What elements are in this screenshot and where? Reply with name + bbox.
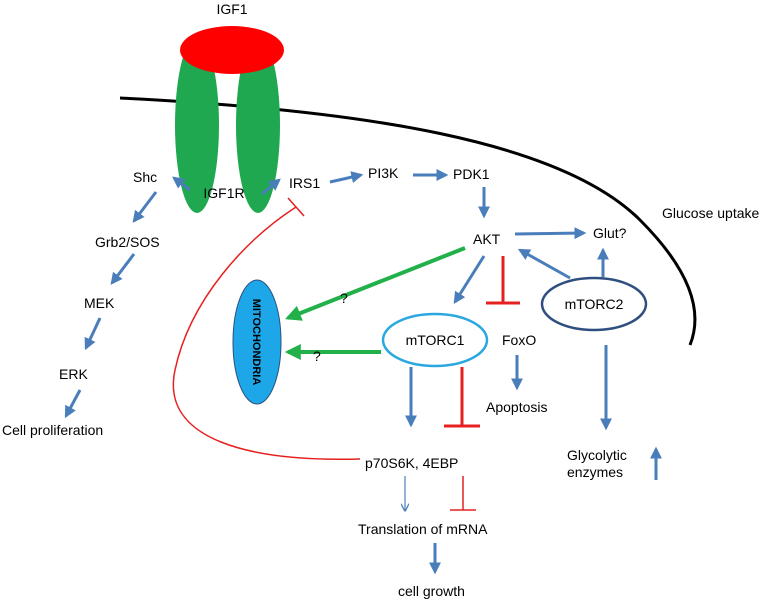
mtorc2-label: mTORC2 — [565, 296, 624, 312]
cell-proliferation-label: Cell proliferation — [2, 422, 103, 438]
igf1r-left-subunit — [175, 37, 219, 213]
igf1r-shc-arrow — [172, 176, 191, 192]
grb2sos-label: Grb2/SOS — [95, 234, 160, 250]
question-mark-1: ? — [340, 290, 348, 306]
igf1r-right-subunit — [236, 37, 280, 213]
feedback-inhibition-bar — [287, 197, 305, 217]
mitochondria-node — [232, 279, 282, 405]
glycolytic-label-line2: enzymes — [567, 464, 623, 480]
akt-glut-arrow — [514, 227, 587, 240]
p70s6k-irs1-feedback-inhibition — [172, 206, 361, 461]
translation-label: Translation of mRNA — [358, 521, 488, 537]
pi3k-label: PI3K — [368, 165, 399, 181]
irs1-pi3k-arrow — [329, 171, 364, 184]
erk-proliferation-arrow — [64, 389, 82, 419]
cell-membrane — [119, 96, 697, 346]
glut-label: Glut? — [593, 225, 627, 241]
apoptosis-label: Apoptosis — [486, 399, 547, 415]
igf1r-label: IGF1R — [203, 185, 244, 201]
akt-mtorc1-arrow — [453, 255, 486, 305]
p70s6k-4ebp-label: p70S6K, 4EBP — [365, 455, 458, 471]
grb2-mek-arrow — [110, 253, 136, 285]
mtorc2-node — [540, 276, 648, 332]
question-mark-2: ? — [313, 348, 321, 364]
mtorc1-label: mTORC1 — [406, 332, 465, 348]
pdk1-label: PDK1 — [453, 166, 490, 182]
foxo-label: FoxO — [502, 332, 536, 348]
glucose-uptake-label: Glucose uptake — [662, 205, 759, 221]
erk-label: ERK — [59, 366, 88, 382]
mtorc1-node — [381, 312, 489, 368]
mitochondria-label: MITOCHONDRIA — [250, 299, 262, 386]
glycolytic-label-line1: Glycolytic — [567, 447, 627, 463]
shc-grb2-arrow — [132, 191, 158, 223]
mek-label: MEK — [84, 295, 115, 311]
igf1-label: IGF1 — [216, 1, 247, 17]
igf1r-irs1-arrow — [261, 178, 281, 196]
mtorc2-akt-arrow — [517, 248, 571, 280]
igf1-ligand — [180, 26, 284, 74]
shc-label: Shc — [133, 169, 157, 185]
cell-growth-label: cell growth — [398, 583, 465, 599]
akt-label: AKT — [473, 231, 501, 247]
irs1-label: IRS1 — [289, 175, 320, 191]
mek-erk-arrow — [84, 317, 102, 351]
akt-mitochondria-arrow — [285, 246, 466, 321]
